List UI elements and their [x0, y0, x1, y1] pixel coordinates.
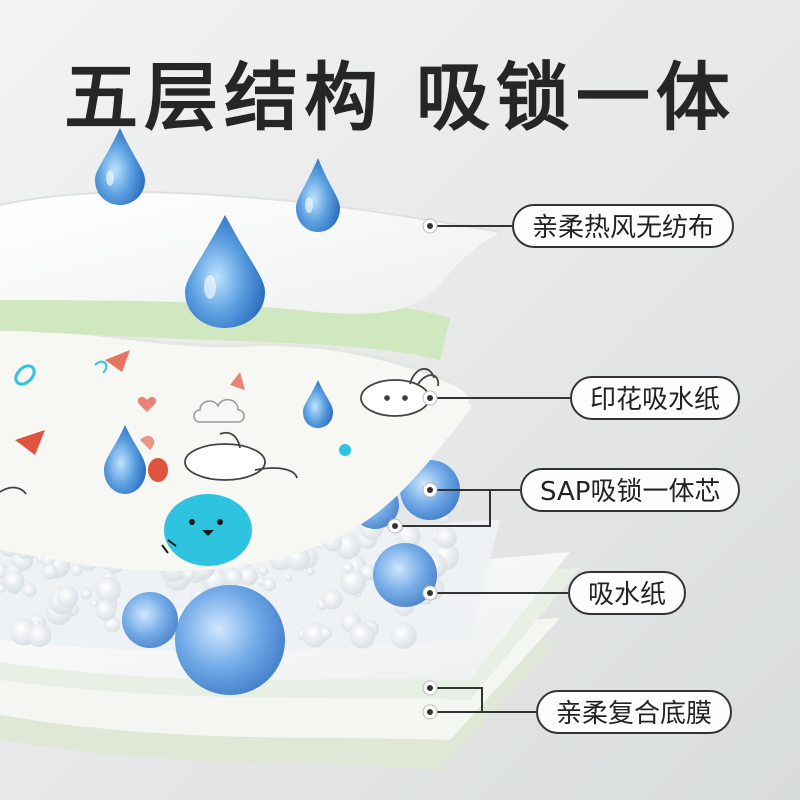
leader-dots	[387, 218, 438, 720]
sap-ball	[390, 622, 417, 649]
sap-ball	[342, 562, 354, 574]
sap-ball	[306, 567, 315, 576]
sap-ball	[349, 622, 376, 649]
layer-label-absorbent-paper: 吸水纸	[568, 571, 687, 615]
leader-lines	[395, 225, 570, 713]
sap-ball	[95, 577, 121, 603]
water-drop-icon	[104, 425, 146, 494]
sap-ball	[80, 588, 92, 600]
layer-label-bottom-film: 亲柔复合底膜	[536, 690, 733, 734]
sap-ball	[238, 566, 258, 586]
sap-ball	[319, 626, 333, 640]
sap-ball	[224, 568, 243, 586]
sap-ball	[302, 622, 328, 648]
water-drop-icon	[303, 380, 333, 428]
bunny-icon	[0, 368, 440, 495]
water-drop-icon	[296, 158, 340, 232]
layer-label-sap-core: SAP吸锁一体芯	[520, 468, 741, 512]
sap-ball	[70, 564, 83, 577]
sap-ball	[3, 570, 25, 592]
sap-ball	[258, 565, 269, 576]
page-title: 五层结构 吸锁一体	[64, 55, 736, 141]
sap-ball	[95, 599, 117, 621]
chick-icon	[161, 494, 252, 566]
sap-ball	[22, 583, 37, 598]
sap-ball	[339, 568, 367, 596]
water-drop-icon	[185, 215, 265, 328]
layer-label-top-nonwoven: 亲柔热风无纺布	[512, 204, 735, 248]
sap-ball	[56, 586, 79, 608]
sap-ball	[322, 588, 343, 610]
sap-ball	[285, 574, 293, 582]
sap-ball	[262, 577, 277, 592]
cloud-icon	[193, 398, 245, 423]
water-drop-icon	[95, 128, 145, 205]
layer-label-printed-paper: 印花吸水纸	[570, 376, 741, 420]
sap-ball	[90, 599, 99, 608]
sap-ball	[0, 584, 6, 593]
sap-ball	[435, 526, 457, 549]
sap-ball	[27, 623, 52, 648]
printed-paper-layer	[0, 327, 472, 571]
heart-icon	[137, 397, 157, 412]
sap-ball	[42, 564, 58, 580]
water-drops	[95, 128, 340, 494]
